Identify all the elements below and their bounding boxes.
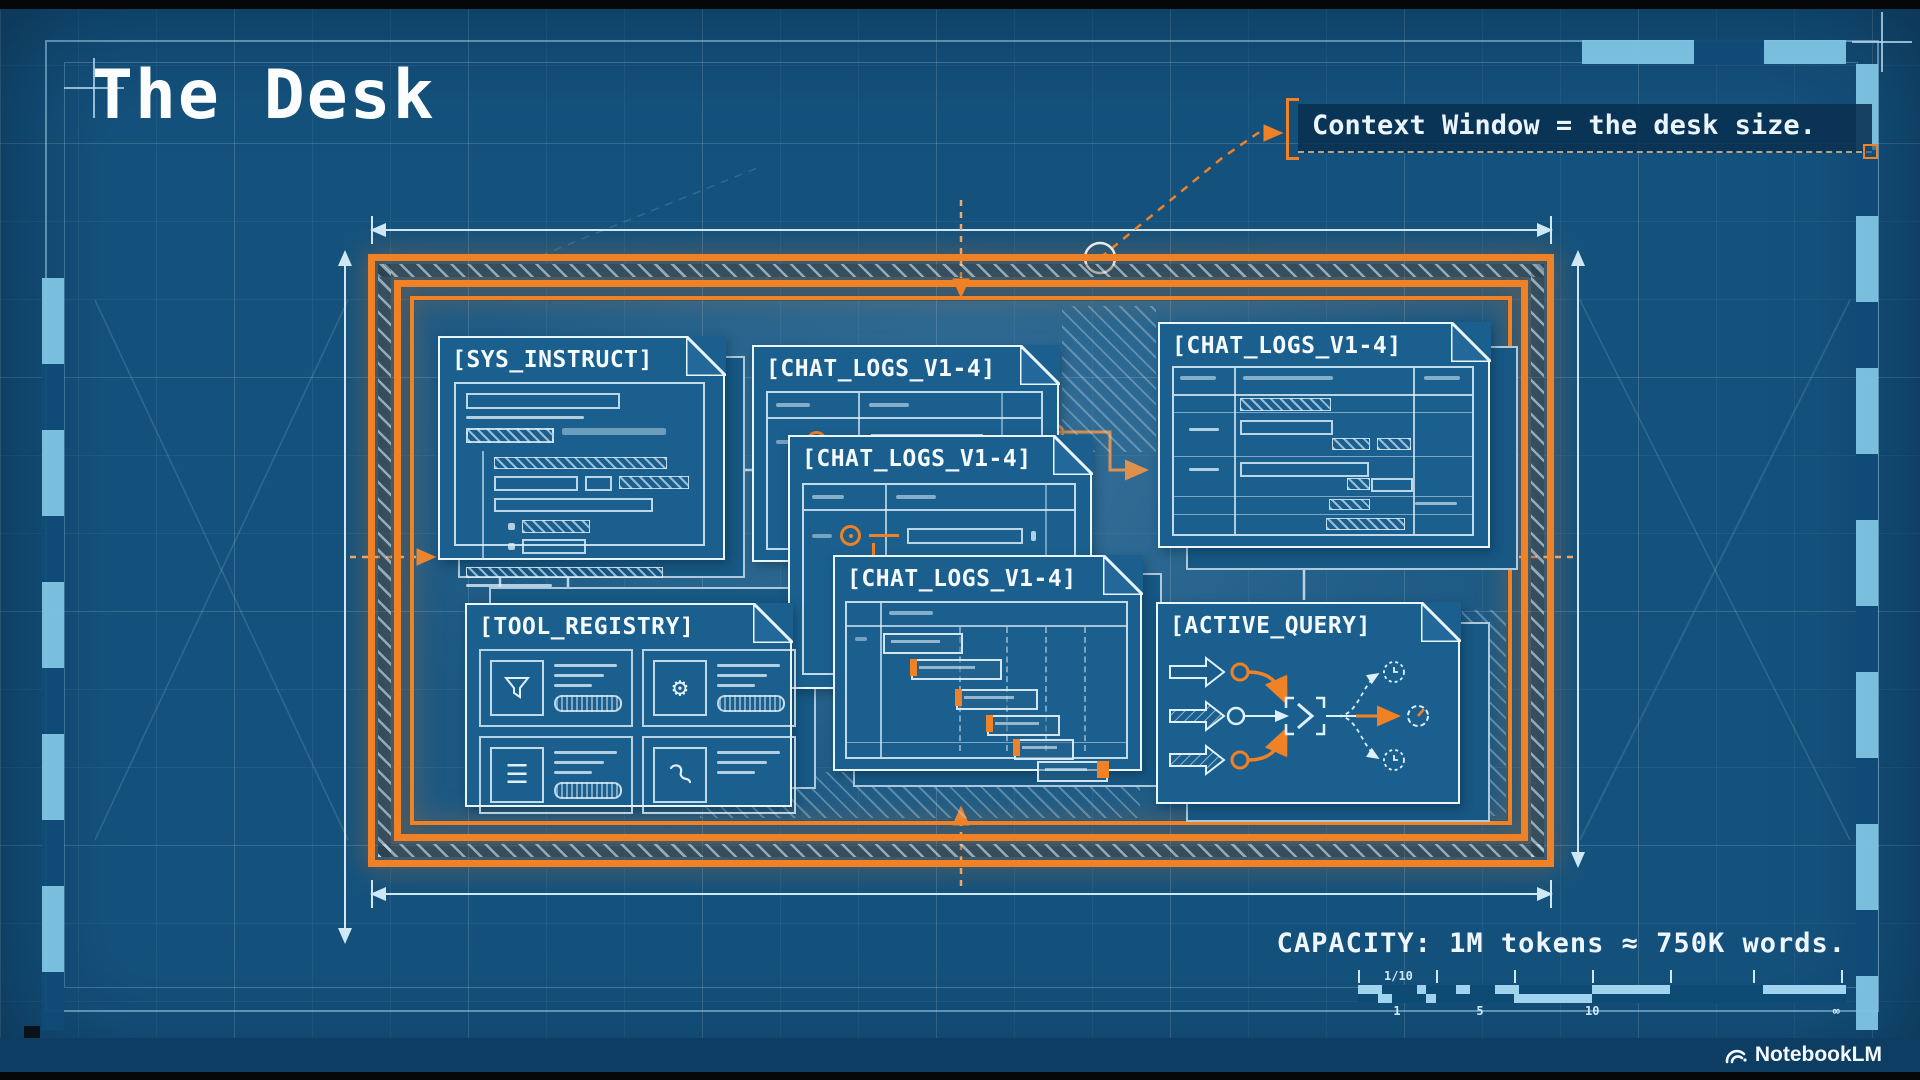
brand-lockup: NotebookLM — [1724, 1043, 1882, 1067]
node-icon — [1226, 706, 1246, 726]
page-title: The Desk — [92, 56, 436, 135]
callout-leader — [1083, 124, 1284, 275]
doc-title: [TOOL_REGISTRY] — [479, 614, 695, 640]
list-icon: ☰ — [490, 747, 544, 803]
bottom-black-strip — [0, 1071, 1920, 1080]
clock-icon — [1383, 749, 1405, 771]
orange-node-icon — [840, 525, 861, 546]
query-flow-diagram — [1169, 655, 1429, 777]
tool-card — [479, 649, 633, 727]
right-filmstrip — [1856, 64, 1878, 1030]
doc-chat-logs-right: [CHAT_LOGS_V1-4] — [1158, 321, 1491, 548]
dog-ear-icon — [1450, 321, 1491, 362]
tool-card: ☰ — [479, 736, 633, 814]
gear-icon: ⚙ — [653, 660, 707, 716]
prompt-bracket-icon — [1284, 696, 1326, 736]
doc-active-query: [ACTIVE_QUERY] — [1156, 601, 1461, 804]
gauge-icon — [1407, 705, 1429, 727]
left-filmstrip — [42, 278, 64, 1030]
sys-instruct-panel — [454, 382, 705, 587]
scale-tick-label: 10 — [1585, 1004, 1600, 1018]
dog-ear-icon — [685, 335, 726, 376]
brand-name: NotebookLM — [1754, 1043, 1882, 1066]
notebooklm-logo-icon — [1725, 1049, 1747, 1064]
doc-tool-registry: [TOOL_REGISTRY] ⚙ ☰ — [465, 602, 796, 814]
ruler-bar-bottom — [1358, 994, 1846, 1003]
scale-ruler: 1/10 1 5 10 ∞ — [1358, 969, 1846, 1018]
top-filmstrip — [1582, 40, 1846, 64]
ruler-bar-top — [1358, 985, 1846, 994]
log-table — [1172, 366, 1474, 536]
doc-title: [SYS_INSTRUCT] — [452, 347, 653, 373]
footer-band — [0, 1038, 1920, 1072]
doc-title: [ACTIVE_QUERY] — [1170, 613, 1371, 639]
construction-lines — [94, 165, 1851, 841]
dog-ear-icon — [1019, 344, 1060, 385]
dog-ear-icon — [1052, 434, 1093, 475]
node-icon — [1230, 750, 1250, 770]
dog-ear-icon — [1102, 554, 1143, 595]
doc-sys-instruct: [SYS_INSTRUCT] — [438, 335, 726, 587]
doc-title: [CHAT_LOGS_V1-4] — [1172, 333, 1402, 359]
wrench-icon — [653, 747, 707, 803]
dimension-lines — [338, 216, 1585, 944]
gantt-panel — [845, 601, 1128, 782]
context-window-border — [368, 254, 1554, 867]
callout-text: Context Window = the desk size. — [1312, 110, 1816, 141]
tool-card — [642, 736, 796, 814]
border-outer-line — [368, 254, 1554, 867]
input-arrow-icon — [1169, 655, 1226, 777]
doc-chat-logs-bottom: [CHAT_LOGS_V1-4] — [833, 554, 1143, 782]
scale-fraction-label: 1/10 — [1384, 969, 1413, 983]
scale-tick-label: 5 — [1476, 1004, 1484, 1018]
clock-icon — [1383, 661, 1405, 683]
context-window-callout: Context Window = the desk size. — [1286, 98, 1878, 160]
dog-ear-icon — [1420, 601, 1461, 642]
scale-tick-label: 1 — [1393, 1004, 1401, 1018]
tool-card: ⚙ — [642, 649, 796, 727]
doc-title: [CHAT_LOGS_V1-4] — [847, 566, 1077, 592]
capacity-note: CAPACITY: 1M tokens ≈ 750K words. — [1276, 928, 1846, 959]
node-icon — [1230, 662, 1250, 682]
border-mid-line — [394, 280, 1528, 841]
top-black-strip — [0, 0, 1920, 9]
doc-title: [CHAT_LOGS_V1-4] — [766, 356, 996, 382]
dog-ear-icon — [752, 602, 793, 643]
funnel-icon — [490, 660, 544, 716]
scale-tick-label: ∞ — [1832, 1004, 1840, 1018]
doc-title: [CHAT_LOGS_V1-4] — [802, 446, 1032, 472]
